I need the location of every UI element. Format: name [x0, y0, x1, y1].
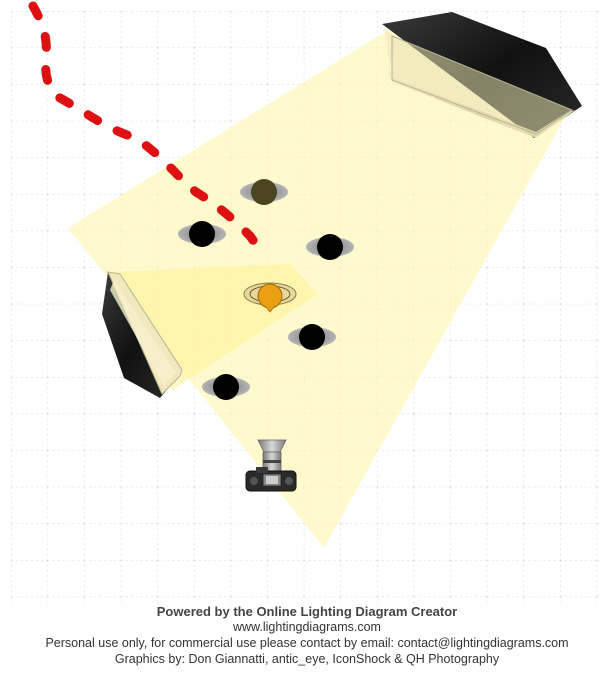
softbox-top-right-face [391, 35, 574, 135]
subject-orange-head [257, 283, 283, 309]
key-light-beam [68, 30, 568, 548]
person-black-1-head [189, 221, 215, 247]
softbox-left[interactable] [102, 271, 183, 398]
footer-license: Personal use only, for commercial use pl… [45, 636, 569, 650]
camera-dial-left-icon [250, 477, 258, 485]
softbox-left-diffuser [110, 280, 176, 386]
camera-screen-inner-icon [266, 476, 278, 484]
person-olive[interactable] [240, 179, 288, 205]
lens-ring-icon [263, 460, 281, 463]
person-black-1[interactable] [178, 221, 226, 247]
camera-with-lens[interactable] [245, 439, 297, 492]
person-black-3[interactable] [288, 324, 336, 350]
footer-website[interactable]: www.lightingdiagrams.com [233, 620, 381, 634]
person-olive-head [251, 179, 277, 205]
footer-title: Powered by the Online Lighting Diagram C… [156, 604, 458, 619]
subject-orange-nose [265, 306, 275, 313]
camera-dial-right-icon [285, 477, 293, 485]
person-black-4[interactable] [202, 374, 250, 400]
person-black-2[interactable] [306, 234, 354, 260]
subject-orange[interactable] [243, 282, 297, 313]
dashed-path-line [28, 1, 267, 263]
camera-top-plate-icon [256, 467, 268, 473]
softbox-top-right-diffuser [384, 28, 575, 138]
person-black-3-head [299, 324, 325, 350]
footer-credits: Graphics by: Don Giannatti, antic_eye, I… [114, 652, 500, 666]
softbox-top-right[interactable] [382, 12, 582, 138]
person-black-2-head [317, 234, 343, 260]
person-black-4-head [213, 374, 239, 400]
